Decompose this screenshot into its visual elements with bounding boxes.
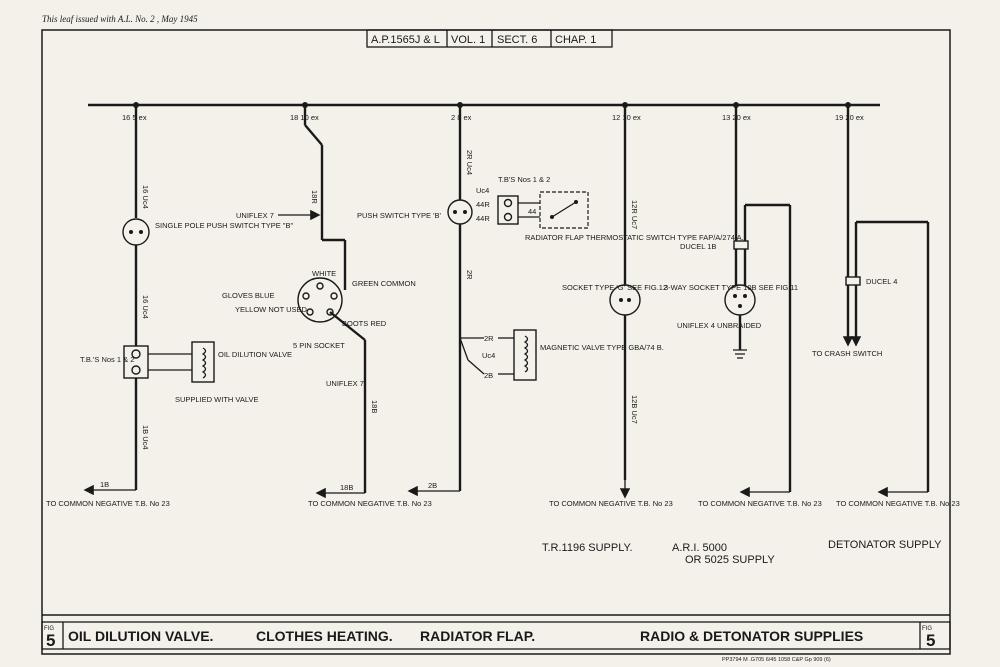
- wire-label: 44R: [476, 214, 490, 223]
- push-switch-symbol: [447, 199, 473, 225]
- pin-label: GLOVES BLUE: [222, 291, 275, 300]
- thermostatic-switch: [539, 191, 589, 229]
- bus-labels: 16 5 ex 18 10 ex 2 8 ex 12 10 ex 13 20 e…: [122, 113, 864, 122]
- socket-label: SOCKET TYPE 'G' SEE FIG.12: [562, 283, 667, 292]
- switch-label: SINGLE POLE PUSH SWITCH TYPE "B": [155, 221, 293, 230]
- ducel-connector: [845, 276, 861, 286]
- print-code: PP3794 M .G705 6/45 1058 C&P Gp 909 (6): [722, 657, 831, 663]
- supply-label: OR 5025 SUPPLY: [685, 554, 775, 566]
- terminal-block: [497, 195, 519, 225]
- to-common-label: TO COMMON NEGATIVE T.B. No 23: [46, 499, 170, 508]
- bus-label: 16 5 ex: [122, 113, 147, 122]
- wire-label: 44: [528, 207, 536, 216]
- to-common-label: TO COMMON NEGATIVE T.B. No 23: [698, 499, 822, 508]
- earth-symbol: [733, 349, 747, 359]
- wire-label: 18B: [370, 400, 379, 413]
- title-clothes-heating: CLOTHES HEATING.: [256, 628, 393, 644]
- fig-number: 5: [926, 631, 935, 650]
- out-wire-label: 2B: [428, 481, 437, 490]
- radiator-label: RADIATOR FLAP THERMOSTATIC SWITCH TYPE F…: [525, 233, 744, 242]
- clothes-heating-circuit: 18R UNIFLEX 7 WHITE GLOVES BLUE YELLOW N…: [222, 102, 432, 508]
- ari5000-supply-circuit: DUCEL 1B 3-WAY SOCKET TYPE 10B SEE FIG.1…: [664, 102, 822, 566]
- ducel-label: DUCEL 1B: [680, 242, 716, 251]
- title-block: FIG 5 FIG 5 OIL DILUTION VALVE. CLOTHES …: [41, 614, 951, 663]
- wire-label: 12B Uc7: [630, 395, 639, 424]
- header-ref: A.P.1565J & L: [371, 34, 440, 46]
- title-radio-detonator: RADIO & DETONATOR SUPPLIES: [640, 628, 863, 644]
- wire-label: 16 Uc4: [141, 295, 150, 319]
- oil-dilution-valve-coil: [191, 341, 215, 383]
- push-switch-symbol: [122, 218, 150, 246]
- to-common-label: TO COMMON NEGATIVE T.B. No 23: [308, 499, 432, 508]
- header-sect: SECT. 6: [497, 34, 537, 46]
- ducel-label: DUCEL 4: [866, 277, 897, 286]
- wire-label: 16 Uc4: [141, 185, 150, 209]
- out-wire-label: 18B: [340, 483, 353, 492]
- magnetic-valve-coil: [513, 329, 537, 381]
- bus-label: 2 8 ex: [451, 113, 472, 122]
- supplied-label: SUPPLIED WITH VALVE: [175, 395, 259, 404]
- issue-note: This leaf issued with A.L. No. 2 , May 1…: [42, 14, 198, 24]
- fig-label: FIG: [44, 626, 54, 632]
- uniflex-label: UNIFLEX 7: [326, 379, 364, 388]
- terminal-label: T.B'S Nos 1 & 2: [498, 175, 550, 184]
- bus-label: 19 20 ex: [835, 113, 864, 122]
- radiator-flap-circuit: 2R Uc4 PUSH SWITCH TYPE 'B' T.B'S Nos 1 …: [357, 102, 744, 497]
- oil-dilution-circuit: 16 Uc4 SINGLE POLE PUSH SWITCH TYPE "B" …: [46, 102, 293, 508]
- pin-label: YELLOW NOT USED: [235, 305, 308, 314]
- socket-label: 5 PIN SOCKET: [293, 341, 345, 350]
- pin-label: WHITE: [312, 269, 336, 278]
- wire-label: Uc4: [476, 186, 489, 195]
- to-common-label: TO COMMON NEGATIVE T.B. No 23: [549, 499, 673, 508]
- wire-label: 2R: [484, 334, 494, 343]
- uniflex-label: UNIFLEX 7: [236, 211, 274, 220]
- socket-label: 3-WAY SOCKET TYPE 10B SEE FIG.11: [664, 283, 798, 292]
- wire-label: 18R: [310, 190, 319, 204]
- fig-label: FIG: [922, 626, 932, 632]
- supply-label: DETONATOR SUPPLY: [828, 539, 942, 551]
- out-wire-label: 1B: [100, 480, 109, 489]
- valve-label: OIL DILUTION VALVE: [218, 350, 292, 359]
- title-oil-dilution: OIL DILUTION VALVE.: [68, 628, 213, 644]
- wire-label: 2B: [484, 371, 493, 380]
- tr1196-supply-circuit: 12R Uc7 SOCKET TYPE 'G' SEE FIG.12 12B U…: [542, 102, 673, 554]
- wire-label: 2R: [465, 270, 474, 280]
- terminal-label: T.B.'S Nos 1 & 2: [80, 355, 134, 364]
- wire-label: Uc4: [482, 351, 495, 360]
- uniflex-label: UNIFLEX 4 UNBRAIDED: [677, 321, 762, 330]
- header-chap: CHAP. 1: [555, 34, 596, 46]
- wire-label: 44R: [476, 200, 490, 209]
- title-radiator-flap: RADIATOR FLAP.: [420, 628, 535, 644]
- wire-label: 12R Uc7: [630, 200, 639, 229]
- wire-label: 2R Uc4: [465, 150, 474, 175]
- ducel-connector: [733, 240, 749, 250]
- crash-switch-label: TO CRASH SWITCH: [812, 349, 882, 358]
- pin-label: BOOTS RED: [342, 319, 387, 328]
- detonator-supply-circuit: DUCEL 4 TO CRASH SWITCH TO COMMON NEGATI…: [812, 102, 960, 551]
- header-vol: VOL. 1: [451, 34, 485, 46]
- push-switch-label: PUSH SWITCH TYPE 'B': [357, 211, 442, 220]
- fig-number: 5: [46, 631, 55, 650]
- supply-label: A.R.I. 5000: [672, 542, 727, 554]
- magnetic-valve-label: MAGNETIC VALVE TYPE GBA/74 B.: [540, 343, 664, 352]
- supply-label: T.R.1196 SUPPLY.: [542, 542, 633, 554]
- bus-label: 12 10 ex: [612, 113, 641, 122]
- to-common-label: TO COMMON NEGATIVE T.B. No 23: [836, 499, 960, 508]
- header-reference: A.P.1565J & L VOL. 1 SECT. 6 CHAP. 1: [366, 29, 613, 48]
- wire-label: 1B Uc4: [141, 425, 150, 450]
- pin-label: GREEN COMMON: [352, 279, 416, 288]
- sheet-border: [41, 29, 951, 655]
